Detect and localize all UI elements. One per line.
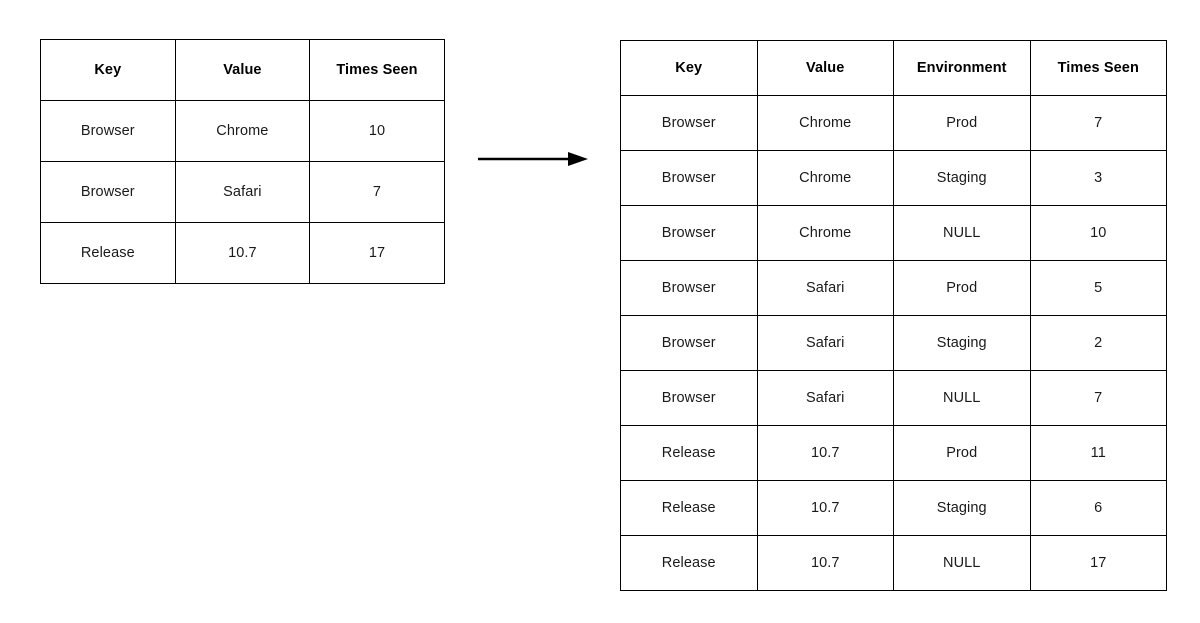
column-header-environment: Environment [893,40,1031,96]
table-cell: Browser [620,315,758,371]
table-cell: 5 [1029,260,1167,316]
column-header-key: Key [620,40,758,96]
arrow-head [568,152,588,166]
table-cell: Chrome [756,205,894,261]
table-cell: Prod [893,95,1031,151]
table-cell: Chrome [756,95,894,151]
table-cell-null: NULL [893,370,1031,426]
table-cell: Browser [620,150,758,206]
table-cell: 7 [1029,95,1167,151]
table-cell: Safari [756,260,894,316]
table-cell: Chrome [174,100,311,162]
column-header-times-seen: Times Seen [309,39,445,101]
table-cell: Browser [40,100,176,162]
table-cell: Browser [620,260,758,316]
table-cell: Release [620,425,758,481]
transform-arrow-icon [478,152,588,166]
table-cell: Safari [756,315,894,371]
table-cell: Staging [893,150,1031,206]
table-cell: Staging [893,480,1031,536]
table-cell: 10.7 [756,425,894,481]
table-cell: Release [620,480,758,536]
table-cell: 7 [309,161,445,223]
table-cell: 6 [1029,480,1167,536]
table-cell: 10.7 [174,222,311,284]
table-cell: Browser [620,95,758,151]
table-cell: Release [620,535,758,591]
table-cell: Browser [620,205,758,261]
table-cell: Browser [620,370,758,426]
column-header-key: Key [40,39,176,101]
table-cell: 10.7 [756,480,894,536]
table-cell: Safari [174,161,311,223]
table-cell: Prod [893,260,1031,316]
table-cell-null: NULL [893,535,1031,591]
table-cell-null: NULL [893,205,1031,261]
table-cell: Prod [893,425,1031,481]
table-cell: 3 [1029,150,1167,206]
column-header-value: Value [756,40,894,96]
column-header-value: Value [174,39,311,101]
table-cell: Browser [40,161,176,223]
table-cell: Staging [893,315,1031,371]
table-cell: 10 [1029,205,1167,261]
table-cell: 7 [1029,370,1167,426]
table-cell: 17 [1029,535,1167,591]
table-cell: 2 [1029,315,1167,371]
table-cell: Chrome [756,150,894,206]
table-cell: 17 [309,222,445,284]
table-cell: Safari [756,370,894,426]
table-cell: 11 [1029,425,1167,481]
column-header-times-seen: Times Seen [1029,40,1167,96]
table-cell: 10 [309,100,445,162]
table-cell: Release [40,222,176,284]
table-cell: 10.7 [756,535,894,591]
